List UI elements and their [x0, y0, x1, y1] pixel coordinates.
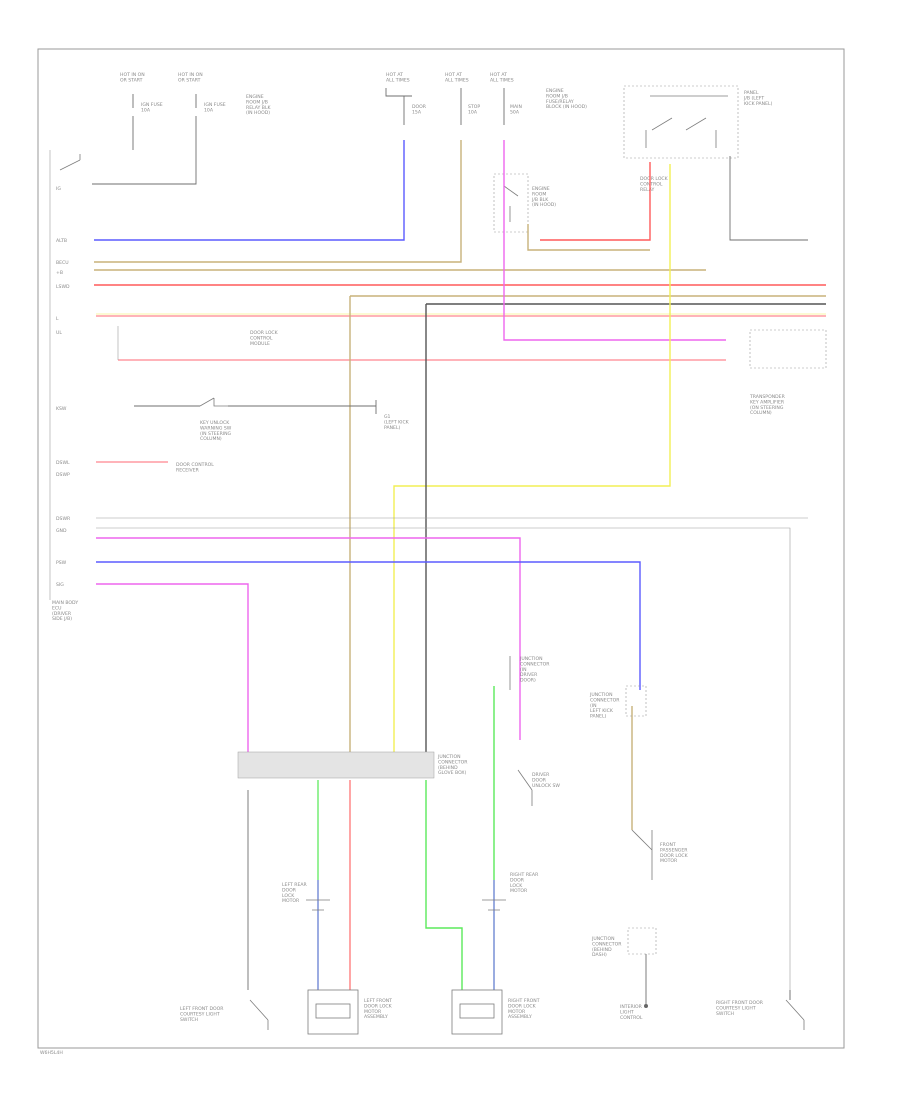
tan-relay-link: [540, 162, 651, 241]
pin-label-5: LSWD: [56, 284, 70, 290]
tan-wire-1: [94, 140, 462, 263]
tan-relay-link-2: [527, 224, 650, 251]
junction-connector-box: [237, 751, 435, 779]
pin-label-4: +B: [56, 270, 63, 276]
relay-dashed-box: [623, 85, 739, 159]
yellow-wire: [393, 164, 671, 752]
pin-label-8: KSW: [56, 406, 67, 412]
pin-label-10: DSWP: [56, 472, 70, 478]
pin-label-14: SIG: [56, 582, 64, 588]
pin-label-6: L: [56, 316, 59, 322]
pin-label-2: ALTB: [56, 238, 67, 244]
magenta-wire-top: [503, 140, 726, 341]
pin-label-13: PSW: [56, 560, 67, 566]
right-front-switch-symbol: [785, 999, 805, 1030]
switch-symbol-upper: [59, 154, 81, 171]
body-ecu-pins: IG ALTB BECU +B LSWD L UL KSW DSWL DSWP …: [49, 150, 78, 622]
magenta-wire-left: [96, 583, 249, 752]
transponder-dashed-box: [749, 329, 827, 369]
left-front-switch-symbol: [249, 999, 269, 1030]
blue-wire-top: [94, 140, 405, 241]
colored-wire-group: [94, 140, 826, 1000]
magenta-wire-lower: [96, 537, 521, 740]
pin-label-1: IG: [56, 186, 61, 192]
blue-wire-lower: [96, 561, 641, 690]
pin-label-9: DSWL: [56, 460, 70, 466]
diagram-frame: [37, 48, 845, 1049]
green-wire-rm: [425, 780, 463, 990]
pin-label-11: DSWR: [56, 516, 71, 522]
pin-label-7: UL: [56, 330, 62, 336]
right-front-motor-box: [451, 989, 503, 1035]
footer-code: W6H5L4H: [40, 1050, 63, 1056]
pin-label-3: BECU: [56, 260, 69, 266]
left-front-motor-box: [307, 989, 359, 1035]
pin-label-12: GND: [56, 528, 67, 534]
